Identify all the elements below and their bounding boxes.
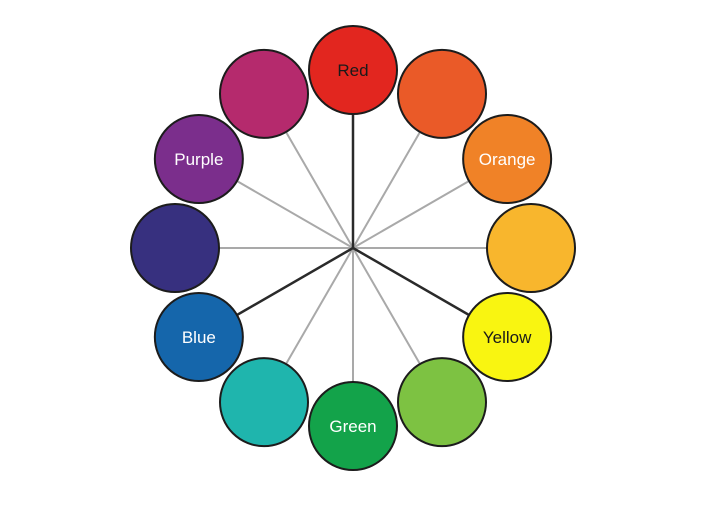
swatch-red	[308, 25, 398, 115]
color-segment-blue-purple	[130, 203, 220, 293]
color-segment-blue	[153, 292, 244, 382]
swatch-yellow-orange	[486, 203, 576, 293]
color-segment-purple	[153, 114, 244, 204]
color-segment-yellow-orange	[486, 203, 576, 293]
swatch-blue-green	[219, 357, 309, 448]
color-segment-blue-green	[219, 357, 309, 448]
color-segment-red-purple	[219, 48, 309, 139]
color-segment-red-orange	[397, 48, 487, 139]
color-segment-yellow-green	[397, 357, 487, 448]
swatch-purple	[153, 114, 244, 204]
color-segment-orange	[462, 114, 553, 204]
color-segment-yellow	[462, 292, 553, 382]
swatch-blue	[153, 292, 244, 382]
color-segment-green	[308, 381, 398, 471]
swatch-green	[308, 381, 398, 471]
swatch-red-purple	[219, 48, 309, 139]
swatch-red-orange	[397, 48, 487, 139]
swatch-blue-purple	[130, 203, 220, 293]
color-segment-red	[308, 25, 398, 115]
swatch-orange	[462, 114, 553, 204]
swatch-yellow	[462, 292, 553, 382]
swatch-yellow-green	[397, 357, 487, 448]
